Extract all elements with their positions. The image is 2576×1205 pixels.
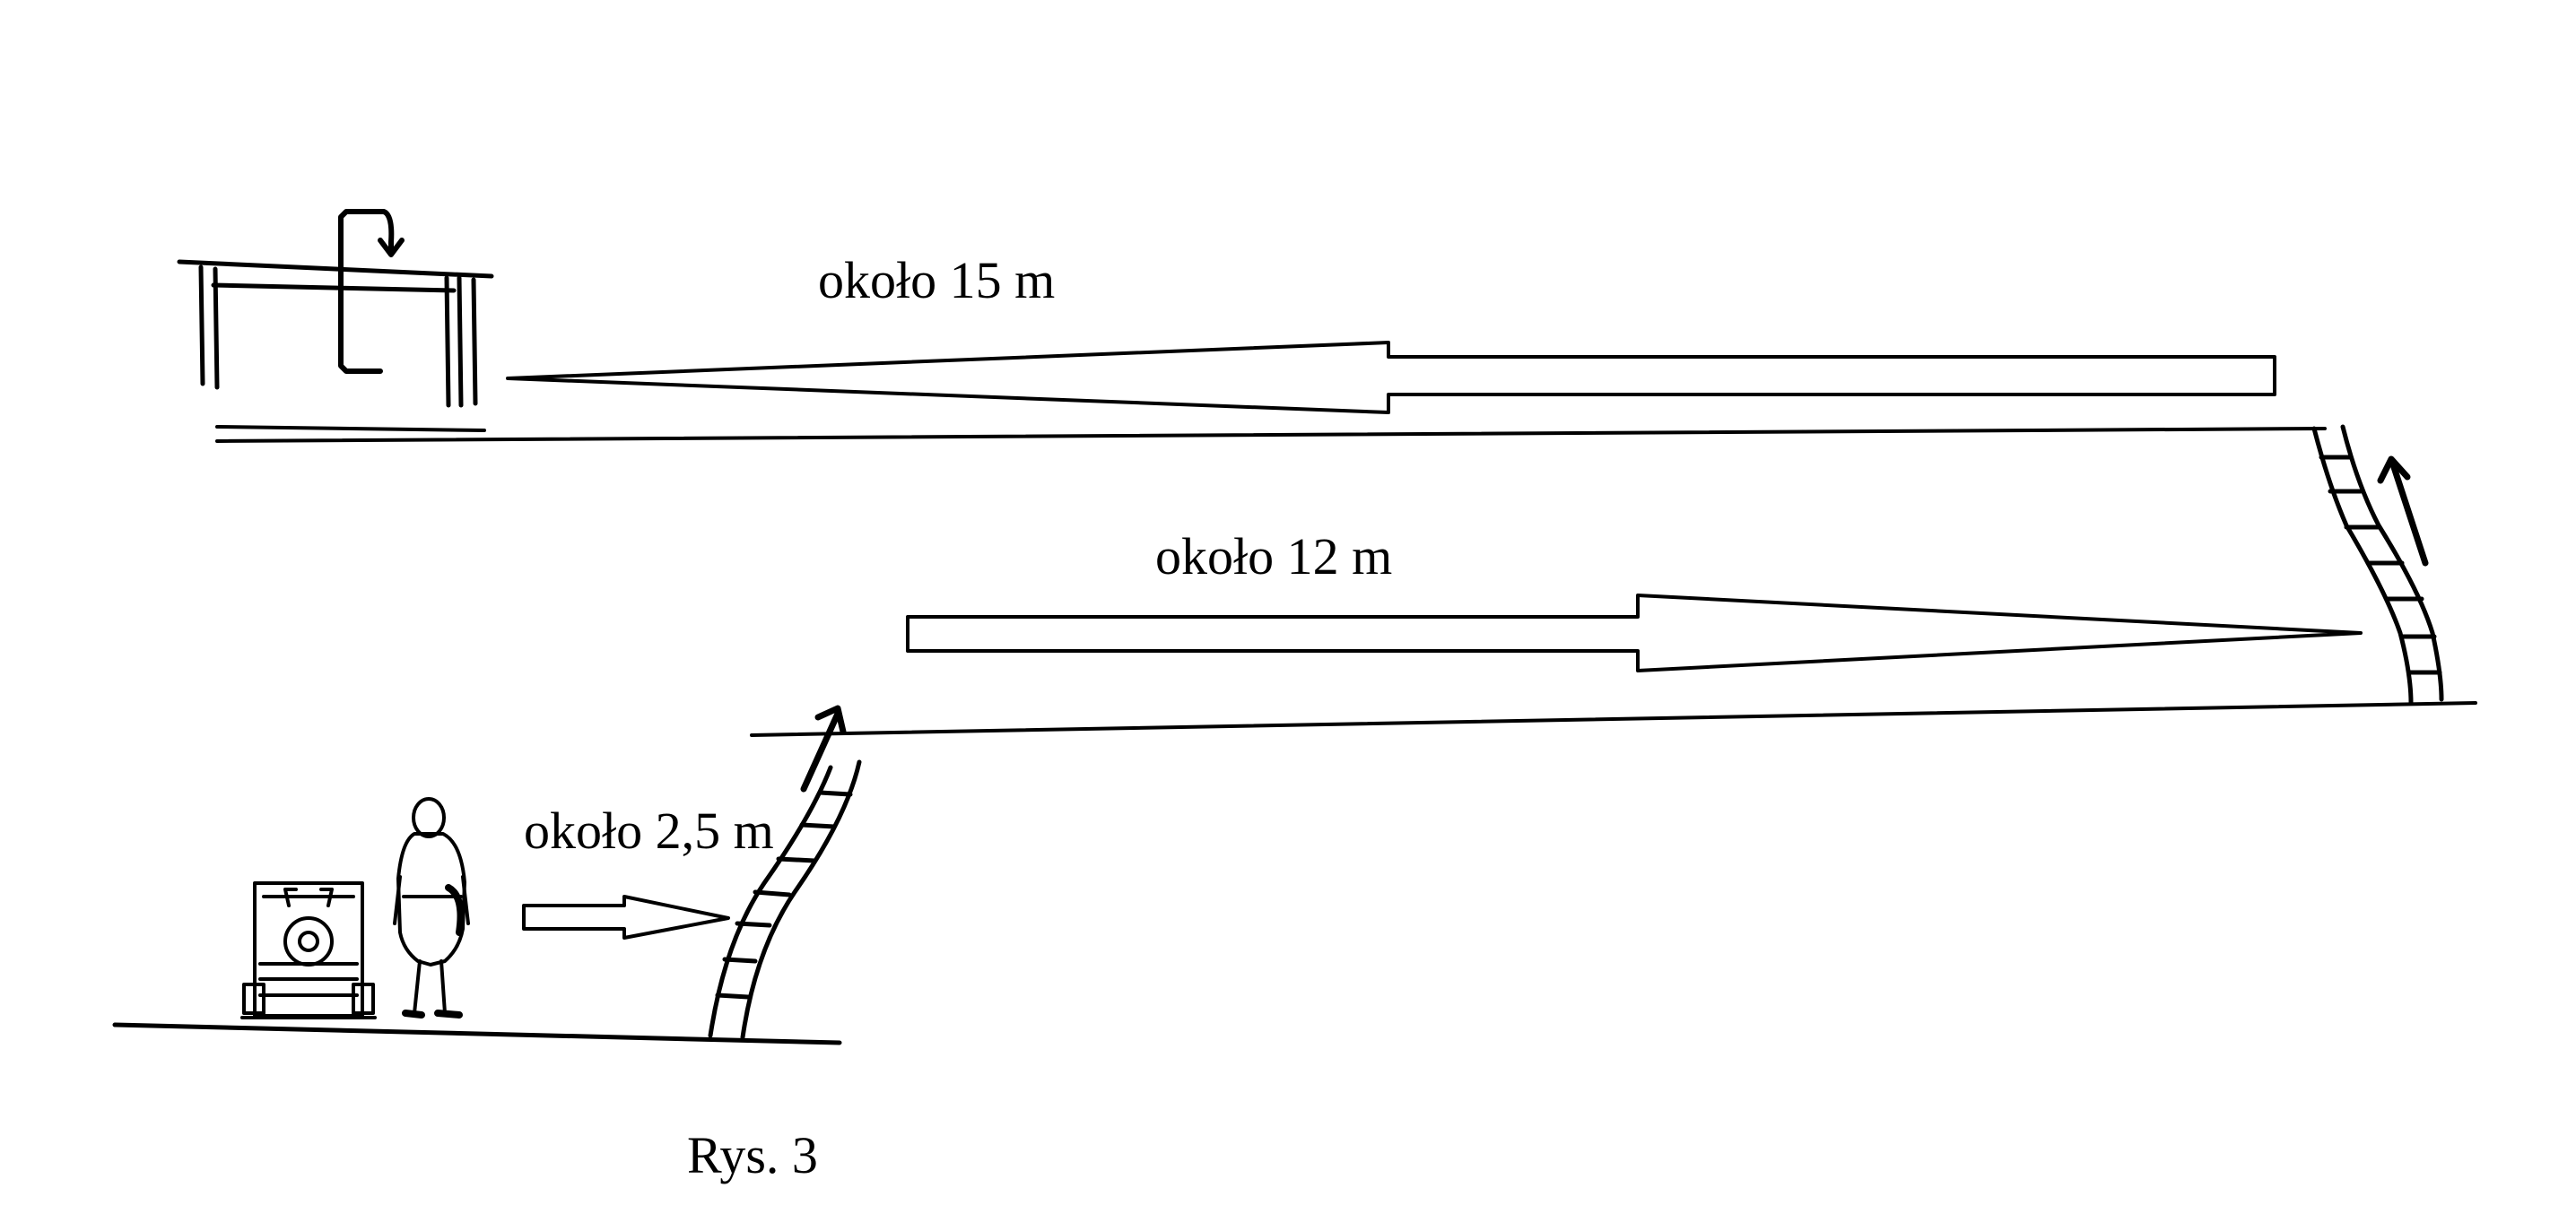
arrow-left-15m [506, 341, 2276, 414]
rotation-arrow-icon [338, 209, 405, 374]
label-distance-12m: około 12 m [1155, 527, 1392, 585]
arrow-up-right [2377, 455, 2429, 567]
arrow-up-bottom [800, 705, 847, 793]
ground-line-top-inner [215, 425, 486, 432]
arrow-right-12m [906, 594, 2363, 672]
ladder-right-icon [2311, 424, 2444, 706]
ground-line-middle [750, 701, 2477, 737]
arrow-right-small [522, 895, 730, 940]
soldier-icon [393, 797, 470, 1019]
label-distance-2-5m: około 2,5 m [524, 802, 774, 860]
cannon-icon [240, 881, 377, 1019]
horizontal-bar-icon [177, 259, 494, 408]
label-distance-15m: około 15 m [818, 251, 1055, 309]
ground-line-top [215, 427, 2327, 443]
ladder-bottom-icon [708, 759, 862, 1040]
ground-line-bottom [112, 1022, 842, 1045]
figure-caption: Rys. 3 [687, 1126, 818, 1184]
